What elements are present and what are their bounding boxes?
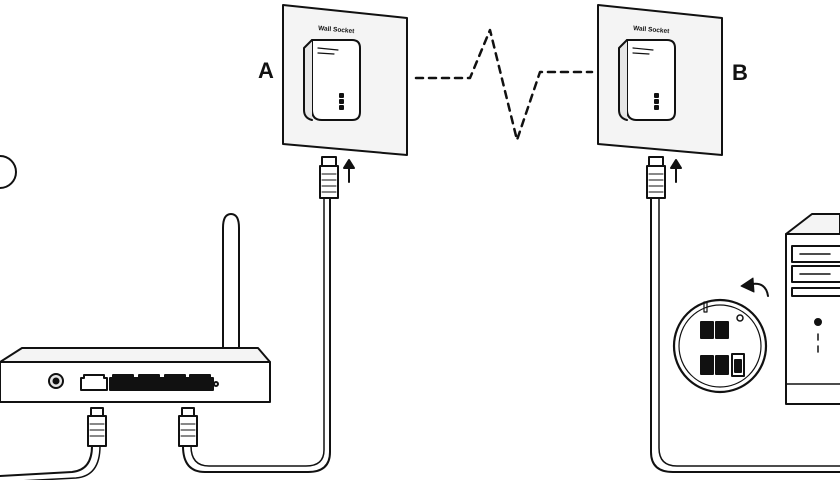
label-a: A: [258, 58, 274, 83]
up-arrow-a-icon: [343, 159, 355, 183]
ethernet-plug-b: [646, 156, 666, 199]
powerline-adapter-a: [303, 39, 361, 121]
ethernet-cable-router-to-a: [182, 197, 331, 473]
wall-socket-b: Wall Socket: [597, 4, 723, 156]
ethernet-cable-router-left: [0, 445, 101, 480]
router-reset-button: [213, 381, 219, 387]
computer-port-zoom: [672, 298, 768, 394]
router-lan-port-1: [109, 374, 137, 391]
wall-socket-b-label: Wall Socket: [633, 25, 671, 35]
powerline-link-dashed: [414, 28, 594, 142]
usb-port-1: [700, 321, 714, 339]
power-button-icon: [814, 318, 822, 326]
up-arrow-b-icon: [670, 159, 682, 183]
usb-port-3: [700, 355, 714, 375]
computer-tower: [785, 213, 840, 405]
label-b: B: [732, 60, 748, 85]
partial-circle-edge: [0, 155, 17, 189]
wall-socket-a-label: Wall Socket: [318, 25, 356, 35]
router-lan-port-3: [161, 374, 189, 391]
powerline-adapter-b: [618, 39, 676, 121]
router-lan-port-2: [135, 374, 163, 391]
router: [0, 213, 271, 403]
drive-bay-3: [791, 287, 840, 297]
usb-port-2: [715, 321, 729, 339]
ethernet-plug-a: [319, 156, 339, 199]
router-wan-port: [80, 374, 108, 391]
ethernet-cable-b-to-computer: [650, 197, 840, 473]
wall-socket-a: Wall Socket: [282, 4, 408, 156]
curved-arrow-icon: [740, 277, 769, 297]
ethernet-plug-router-left: [87, 407, 107, 447]
usb-port-4: [715, 355, 729, 375]
router-lan-port-4: [186, 374, 214, 391]
ethernet-plug-router-right: [178, 407, 198, 447]
